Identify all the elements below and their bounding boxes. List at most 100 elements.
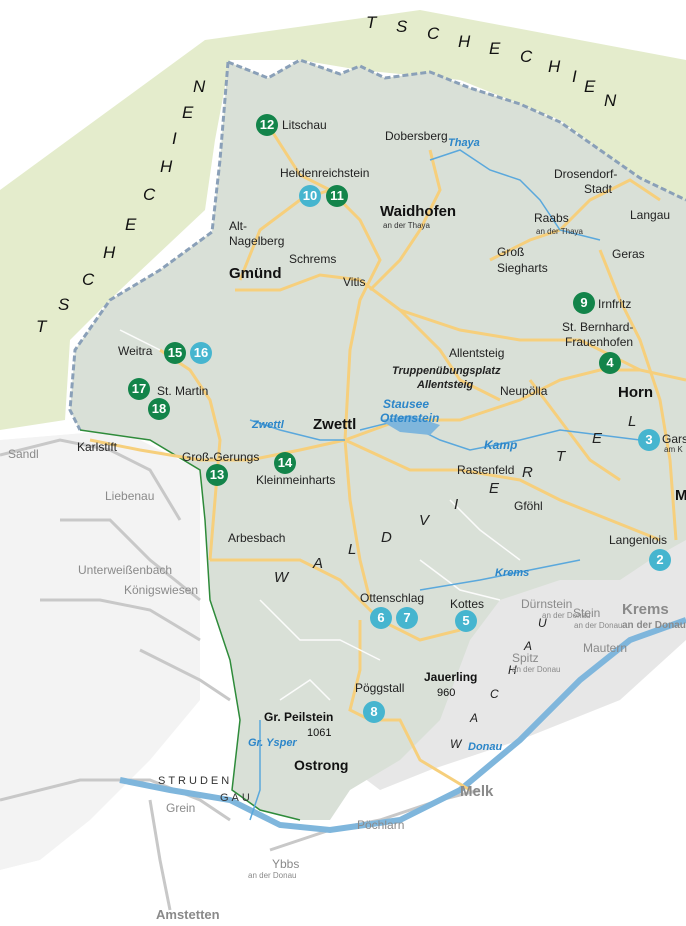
town-kottes: Kottes xyxy=(450,597,485,611)
town-gfoehl: Gföhl xyxy=(514,499,543,513)
czech-border xyxy=(227,58,686,202)
region-letter: L xyxy=(628,413,637,430)
town-stein: Stein xyxy=(573,606,601,620)
country-letter: N xyxy=(604,91,617,110)
country-letter: H xyxy=(548,57,561,76)
region-letter: I xyxy=(454,496,459,513)
peak-jauerling: Jauerling xyxy=(424,670,478,684)
country-letter: C xyxy=(427,24,440,43)
region-letter: W xyxy=(274,569,289,586)
town-arbesbach: Arbesbach xyxy=(228,531,286,545)
town-kleinmeinharts: Kleinmeinharts xyxy=(256,473,336,487)
region-letter: L xyxy=(348,541,357,558)
label-truppenuebungsplatz: Truppenübungsplatz xyxy=(392,365,501,377)
town-poeggstall: Pöggstall xyxy=(355,681,405,695)
marker-18[interactable]: 18 xyxy=(148,398,170,420)
town-waidhofen-sub: an der Thaya xyxy=(383,221,430,230)
marker-16[interactable]: 16 xyxy=(190,342,212,364)
town-duernstein: Dürnstein xyxy=(521,597,573,611)
country-letter: S xyxy=(396,17,408,36)
river-ysper: Gr. Ysper xyxy=(248,737,297,749)
marker-9[interactable]: 9 xyxy=(573,292,595,314)
region-letter: R xyxy=(522,464,533,481)
marker-10[interactable]: 10 xyxy=(299,185,321,207)
town-neupoella: Neupölla xyxy=(500,384,548,398)
country-letter: E xyxy=(125,215,137,234)
town-melk: Melk xyxy=(460,783,494,800)
region-label-strudengau-2: GAU xyxy=(220,792,253,804)
town-vitis: Vitis xyxy=(343,275,366,289)
town-amstetten: Amstetten xyxy=(156,907,220,922)
country-letter: I xyxy=(172,129,177,148)
country-letter: E xyxy=(182,103,194,122)
czech-area xyxy=(0,10,686,430)
town-langau: Langau xyxy=(630,208,671,222)
town-karlstift: Karlstift xyxy=(77,440,118,454)
country-letter: H xyxy=(160,157,173,176)
town-krems-sub: an der Donau xyxy=(622,620,686,631)
marker-3[interactable]: 3 xyxy=(638,429,660,451)
town-weitra: Weitra xyxy=(118,344,153,358)
town-stein-sub: an der Donau xyxy=(574,621,623,630)
marker-2[interactable]: 2 xyxy=(649,549,671,571)
town-poechlarn: Pöchlarn xyxy=(357,818,405,832)
country-letter: I xyxy=(572,67,577,86)
town-unterweissenbach: Unterweißenbach xyxy=(78,563,173,577)
peak-peilstein: Gr. Peilstein xyxy=(264,710,334,724)
region-letter: U xyxy=(538,616,547,630)
marker-5[interactable]: 5 xyxy=(455,610,477,632)
stausee-lake xyxy=(380,415,440,435)
marker-12[interactable]: 12 xyxy=(256,114,278,136)
town-mautern: Mautern xyxy=(583,641,628,655)
town-ybbs: Ybbs xyxy=(272,857,300,871)
town-gars: Gars xyxy=(662,432,686,446)
region-label-strudengau: STRUDEN xyxy=(158,775,233,787)
town-geras: Geras xyxy=(612,247,645,261)
town-litschau: Litschau xyxy=(282,118,327,132)
town-heidenreichstein: Heidenreichstein xyxy=(280,166,370,180)
town-raabs: Raabs xyxy=(534,211,569,225)
marker-17[interactable]: 17 xyxy=(128,378,150,400)
marker-14[interactable]: 14 xyxy=(274,452,296,474)
town-ottenschlag: Ottenschlag xyxy=(360,591,425,605)
town-koenigswiesen: Königswiesen xyxy=(124,583,199,597)
region-letter: V xyxy=(419,512,430,529)
marker-15[interactable]: 15 xyxy=(164,342,186,364)
town-m: M xyxy=(675,487,686,504)
marker-8[interactable]: 8 xyxy=(363,701,385,723)
peak-jauerling-elevation: 960 xyxy=(437,687,456,699)
river-zwettl: Zwettl xyxy=(252,419,284,431)
region-letter: E xyxy=(489,480,500,497)
town-ybbs-sub: an der Donau xyxy=(248,871,297,880)
country-letter: C xyxy=(520,47,533,66)
region-letter: A xyxy=(524,639,533,653)
town-st-bernhard: St. Bernhard- xyxy=(562,320,634,334)
region-letter: D xyxy=(381,529,392,546)
country-letter: N xyxy=(193,77,206,96)
marker-13[interactable]: 13 xyxy=(206,464,228,486)
marker-7[interactable]: 7 xyxy=(396,607,418,629)
marker-6[interactable]: 6 xyxy=(370,607,392,629)
town-rastenfeld: Rastenfeld xyxy=(457,463,515,477)
town-gross-siegharts-2: Siegharts xyxy=(497,261,548,275)
town-grein: Grein xyxy=(166,801,196,815)
lake-stausee: Stausee xyxy=(383,397,430,411)
town-irnfritz: Irnfritz xyxy=(598,297,632,311)
town-langenlois: Langenlois xyxy=(609,533,668,547)
town-zwettl: Zwettl xyxy=(313,416,357,433)
region-letter: T xyxy=(556,448,566,465)
country-letter: H xyxy=(103,243,116,262)
town-st-martin: St. Martin xyxy=(157,384,209,398)
marker-4[interactable]: 4 xyxy=(599,352,621,374)
town-allentsteig: Allentsteig xyxy=(449,346,505,360)
river-krems: Krems xyxy=(495,567,530,579)
town-schrems: Schrems xyxy=(289,252,337,266)
country-letter: S xyxy=(58,295,70,314)
marker-11[interactable]: 11 xyxy=(326,185,348,207)
country-letter: H xyxy=(458,32,471,51)
town-drosendorf-2: Stadt xyxy=(584,182,613,196)
town-duernstein-sub: an der Donau xyxy=(542,611,591,620)
town-spitz: Spitz xyxy=(512,651,539,665)
